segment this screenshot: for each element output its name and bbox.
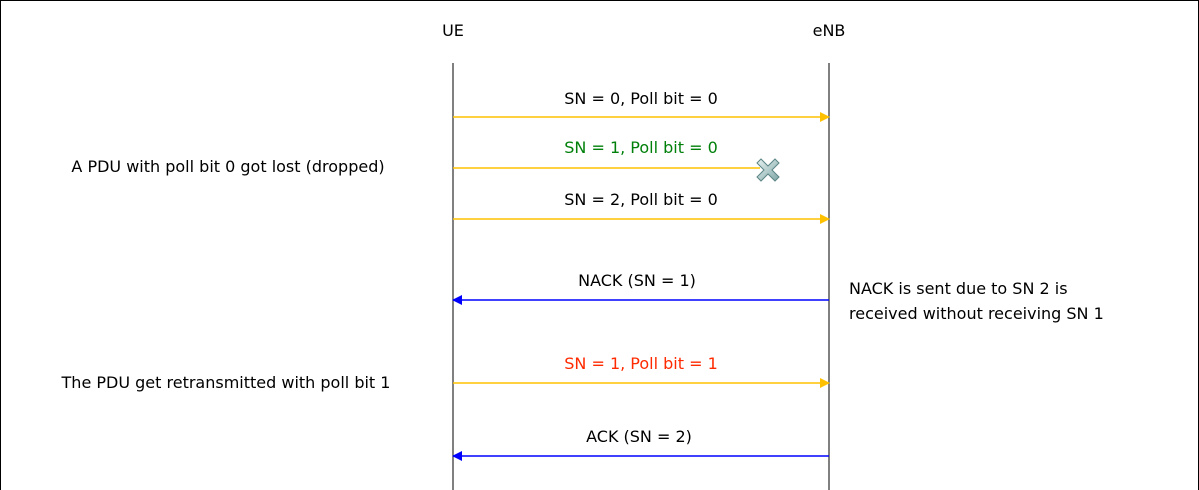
participant-enb-label: eNB [813,21,846,40]
participant-ue-label: UE [442,21,464,40]
nack-note-line2: received without receiving SN 1 [849,304,1104,323]
nack-note-line1: NACK is sent due to SN 2 is [849,279,1068,298]
x-mark-icon [756,158,780,182]
message-label: ACK (SN = 2) [586,427,692,446]
retransmit-note: The PDU get retransmitted with poll bit … [61,373,391,392]
message-label: NACK (SN = 1) [578,271,696,290]
message-label: SN = 2, Poll bit = 0 [564,190,718,209]
lost-note: A PDU with poll bit 0 got lost (dropped) [71,157,384,176]
message-label: SN = 0, Poll bit = 0 [564,89,718,108]
message-label: SN = 1, Poll bit = 1 [564,354,718,373]
message-label: SN = 1, Poll bit = 0 [564,138,718,157]
